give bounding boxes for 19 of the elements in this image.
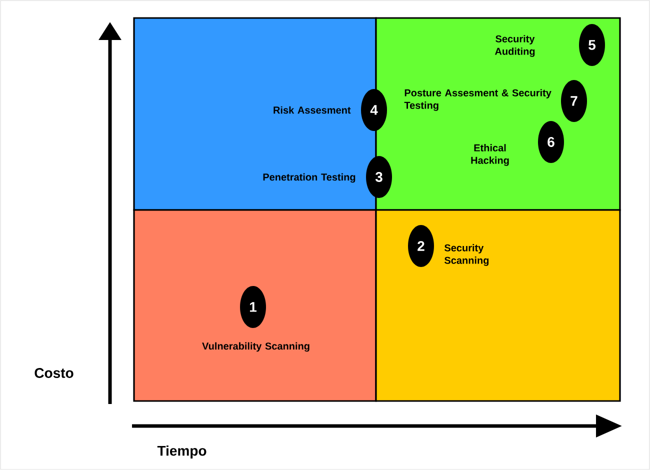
item-label: Vulnerability Scanning [202,342,310,352]
axis-label: Tiempo [157,445,206,458]
numbered-oval: 6 [538,121,564,163]
item-label: Ethical Hacking [471,144,509,166]
numbered-oval: 2 [408,225,434,267]
item-label: Risk Assesment [274,106,351,114]
quadrant-box [375,209,621,402]
quadrant-box [133,17,377,211]
item-label: Security Scanning [444,244,489,266]
numbered-oval: 7 [561,80,587,122]
item-label: Penetration Testing [263,173,356,183]
axis-label: Costo [34,368,74,378]
numbered-oval: 1 [240,286,266,328]
item-label: Posture Assesment & Security Testing [404,89,552,111]
quadrant-box [133,209,377,402]
numbered-oval: 5 [579,24,605,66]
item-label: Security Auditing [494,35,535,57]
numbered-oval: 4 [361,89,387,131]
numbered-oval: 3 [366,156,392,198]
